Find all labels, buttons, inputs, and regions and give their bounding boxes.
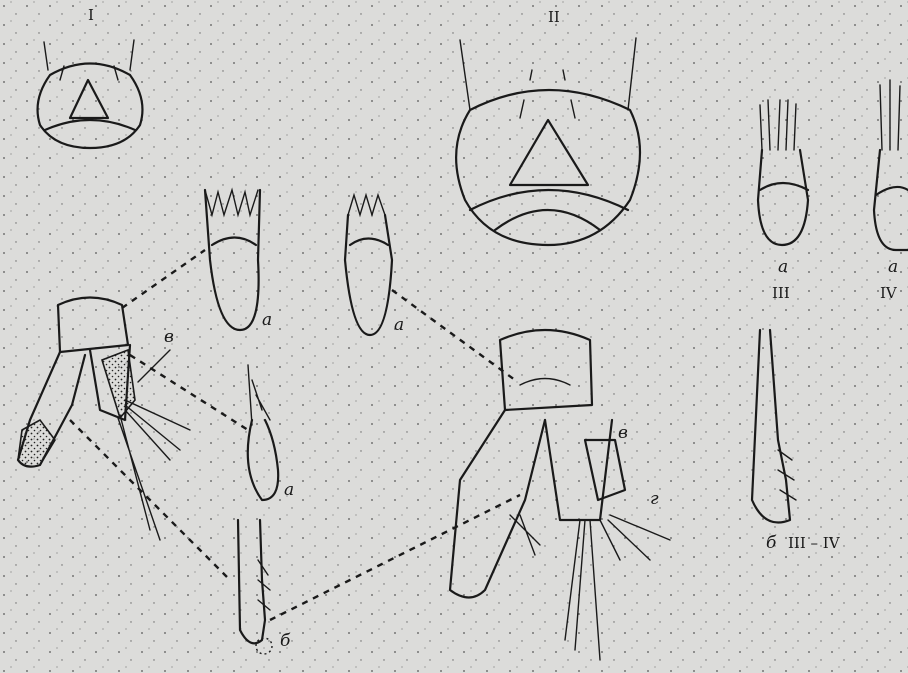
panel-i-label: I bbox=[88, 6, 94, 24]
label-a-iv: a bbox=[888, 257, 898, 277]
label-iii: III bbox=[772, 284, 790, 302]
label-iv: IV bbox=[880, 284, 898, 302]
panel-i-label-b: б bbox=[280, 631, 291, 651]
panel-i-label-v: в bbox=[164, 327, 174, 347]
label-a-iii: a bbox=[778, 257, 788, 277]
label-b-right: б bbox=[766, 533, 777, 553]
panel-ii-label-v: в bbox=[618, 423, 628, 443]
panel-ii-label-g: г bbox=[650, 489, 659, 509]
panel-ii-label: II bbox=[548, 8, 560, 26]
panel-ii-label-a-1: a bbox=[394, 315, 404, 335]
label-iii-iv: III – IV bbox=[788, 534, 841, 552]
panel-i-label-a-1: a bbox=[262, 310, 272, 330]
panel-i-label-a-2: a bbox=[284, 480, 294, 500]
